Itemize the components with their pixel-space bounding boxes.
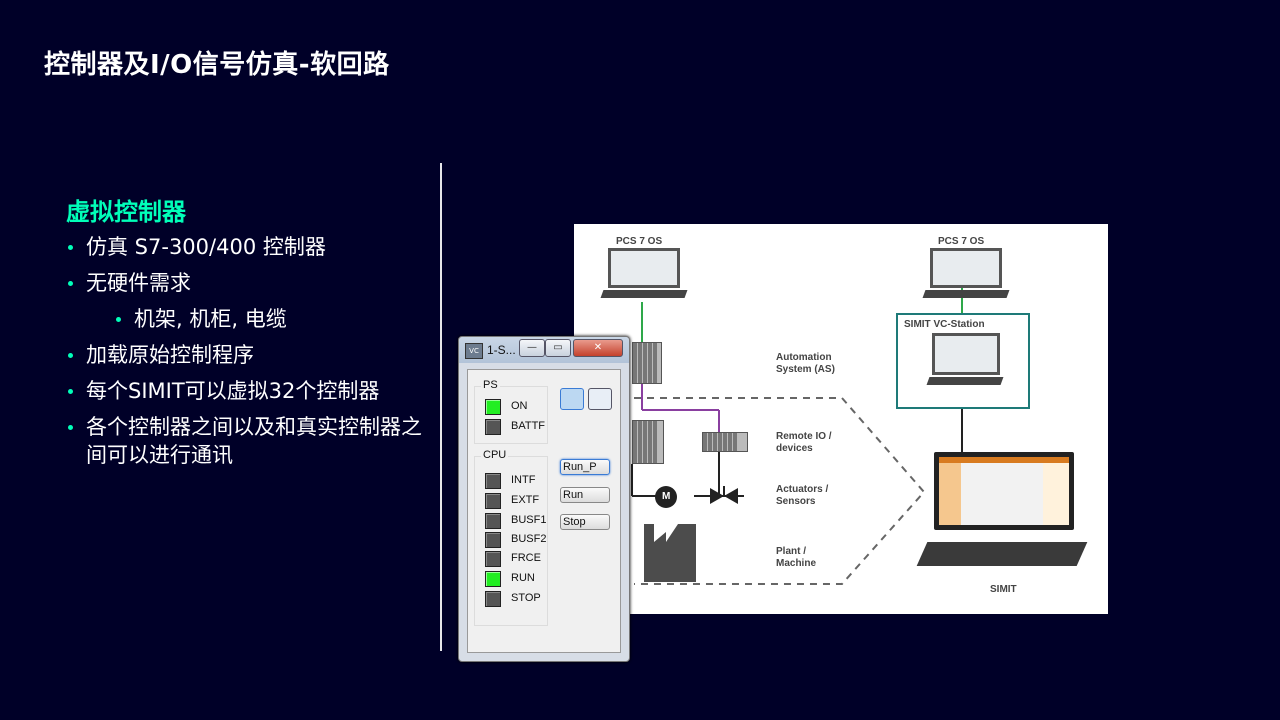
led-indicator [485,532,501,548]
slide-title: 控制器及I/O信号仿真-软回路 [44,50,390,80]
run-button[interactable]: Run [560,487,610,503]
simit-monitor [934,452,1074,530]
vc-app-icon: VC [465,343,483,359]
content-block: 虚拟控制器 仿真 S7-300/400 控制器 无硬件需求 机架, 机柜, 电缆… [66,192,436,477]
bullet-item: 每个SIMIT可以虚拟32个控制器 [66,377,436,405]
led-indicator [485,493,501,509]
minimize-button[interactable]: — [519,339,545,357]
simit-screen [939,457,1069,525]
window-title: 1-S... [487,343,516,357]
led-label: BUSF1 [511,514,547,526]
vc-station-screen [932,333,1000,375]
simit-keyboard [916,542,1088,566]
pcs7-os-label-right: PCS 7 OS [938,236,985,247]
bullet-item: 仿真 S7-300/400 控制器 [66,233,436,261]
bullet-item: 无硬件需求 [66,269,436,297]
led-indicator [485,591,501,607]
vc-station-label: SIMIT VC-Station [904,319,985,330]
led-label: BATTF [511,420,546,432]
diagram-lines [631,288,963,585]
led-indicator [485,399,501,415]
led-label: RUN [511,572,535,584]
section-heading: 虚拟控制器 [66,198,186,226]
led-indicator [485,551,501,567]
led-indicator [485,571,501,587]
ps-group-title: PS [481,379,500,391]
led-indicator [485,513,501,529]
led-label: INTF [511,474,536,486]
window-titlebar[interactable]: VC 1-S... — ▭ ✕ [459,337,629,363]
window-body: PS ON BATTF CPU INTF EXTF [467,369,621,653]
cpu-group-title: CPU [481,449,509,461]
remote-io-rack-left [632,420,664,464]
actuators-label: Actuators / Sensors [776,484,829,507]
led-label: BUSF2 [511,533,547,545]
automation-label: Automation System (AS) [776,352,835,375]
bullet-item: 各个控制器之间以及和真实控制器之间可以进行通讯 [66,413,436,469]
as-rack [632,342,662,384]
led-label: EXTF [511,494,540,506]
mode-switch-icon[interactable] [560,388,584,410]
maximize-button[interactable]: ▭ [545,339,571,357]
remote-io-rack-right [702,432,748,452]
vc-controller-window[interactable]: VC 1-S... — ▭ ✕ PS ON BATTF CPU INTF [458,336,630,662]
pcs7-os-label-left: PCS 7 OS [616,236,663,247]
led-label: FRCE [511,552,541,564]
led-label: ON [511,400,528,412]
stop-button[interactable]: Stop [560,514,610,530]
architecture-diagram: PCS 7 OS PCS 7 OS SIMIT VC-Station Autom… [574,224,1108,614]
ps-group: PS ON BATTF [474,379,548,444]
remote-io-label: Remote IO / devices [776,431,832,454]
cpu-group: CPU INTF EXTF BUSF1 BUSF2 FRCE [474,449,548,626]
sub-bullet-item: 机架, 机柜, 电缆 [66,305,436,333]
close-button[interactable]: ✕ [573,339,623,357]
simit-label: SIMIT [990,584,1017,595]
led-indicator [485,419,501,435]
memory-card-icon[interactable] [588,388,612,410]
vertical-divider [440,163,442,651]
plant-label: Plant / Machine [776,546,817,569]
led-indicator [485,473,501,489]
vc-station-box: SIMIT VC-Station [896,313,1030,409]
run-p-button[interactable]: Run_P [560,459,610,475]
bullet-item: 加载原始控制程序 [66,341,436,369]
motor-label: M [662,491,671,502]
led-label: STOP [511,592,541,604]
